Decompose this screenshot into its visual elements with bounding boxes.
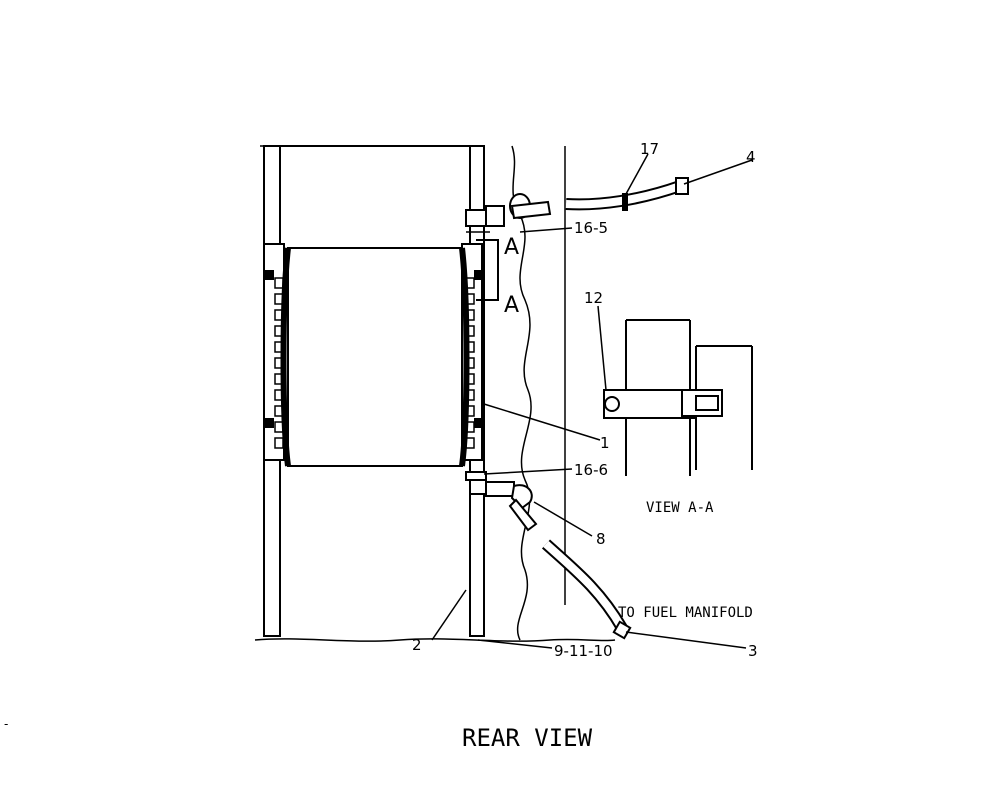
callout-2: 2 [412,636,422,654]
margin-mark: - [4,717,8,731]
bottom-hose-part-3 [541,539,632,640]
bottom-fitting [465,471,538,532]
callout-12: 12 [584,289,603,307]
view-a-a-detail [603,319,753,476]
callout-9-11-10: 9-11-10 [554,642,613,660]
callout-4: 4 [746,148,756,166]
right-clips [465,277,475,449]
filter-body [287,247,463,467]
section-marker-bottom: A [504,293,519,318]
callout-16-5: 16-5 [574,219,608,237]
section-cut-lines [476,239,499,301]
callout-17: 17 [640,140,659,158]
break-line-right [511,145,532,641]
leader-lines [431,153,753,649]
rear-view-title: REAR VIEW [462,724,593,752]
fuel-filter-assembly [263,243,484,467]
callout-1: 1 [600,434,610,452]
top-fitting [465,193,552,233]
callout-8: 8 [596,530,606,548]
break-line-bottom [254,638,616,642]
left-clips [274,277,284,449]
section-marker-top: A [504,235,519,260]
top-hose-part-17 [565,177,689,211]
to-fuel-manifold-label: TO FUEL MANIFOLD [618,605,753,621]
callout-3: 3 [748,642,758,660]
view-a-a-label: VIEW A-A [646,500,714,516]
callout-16-6: 16-6 [574,461,608,479]
